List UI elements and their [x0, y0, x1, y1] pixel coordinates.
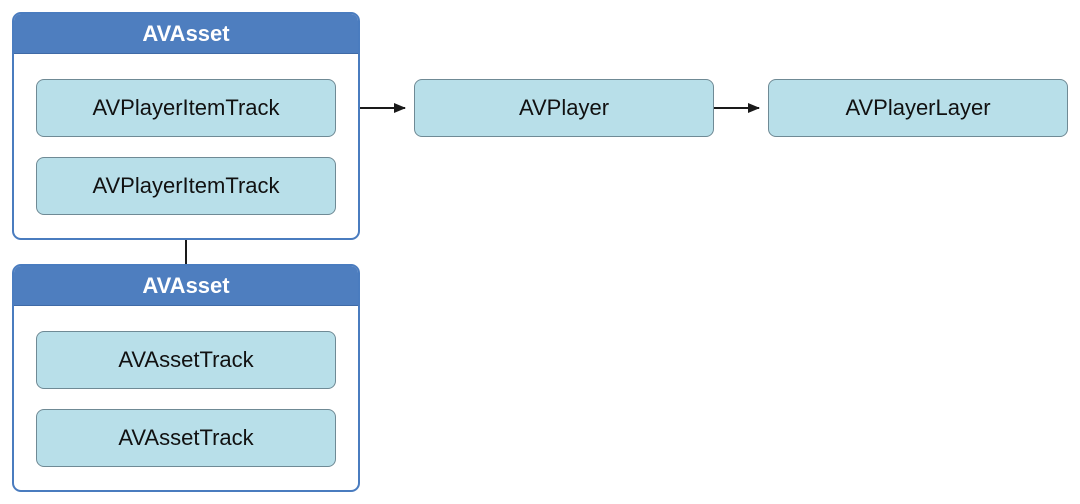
asset-track-node: AVAssetTrack — [36, 331, 336, 389]
player-item-track-label: AVPlayerItemTrack — [92, 95, 280, 120]
player-item-group: AVAsset AVPlayerItemTrack AVPlayerItemTr… — [12, 12, 360, 240]
asset-group: AVAsset AVAssetTrack AVAssetTrack — [12, 264, 360, 492]
asset-track-label: AVAssetTrack — [118, 347, 254, 372]
player-item-group-title: AVAsset — [14, 14, 358, 54]
player-layer-label: AVPlayerLayer — [845, 95, 991, 120]
player-layer-node: AVPlayerLayer — [768, 79, 1068, 137]
asset-track-label: AVAssetTrack — [118, 425, 254, 450]
player-item-track-node: AVPlayerItemTrack — [36, 79, 336, 137]
player-item-track-node: AVPlayerItemTrack — [36, 157, 336, 215]
player-node: AVPlayer — [414, 79, 714, 137]
player-item-track-label: AVPlayerItemTrack — [92, 173, 280, 198]
asset-group-title: AVAsset — [14, 266, 358, 306]
asset-track-node: AVAssetTrack — [36, 409, 336, 467]
player-label: AVPlayer — [518, 95, 610, 120]
